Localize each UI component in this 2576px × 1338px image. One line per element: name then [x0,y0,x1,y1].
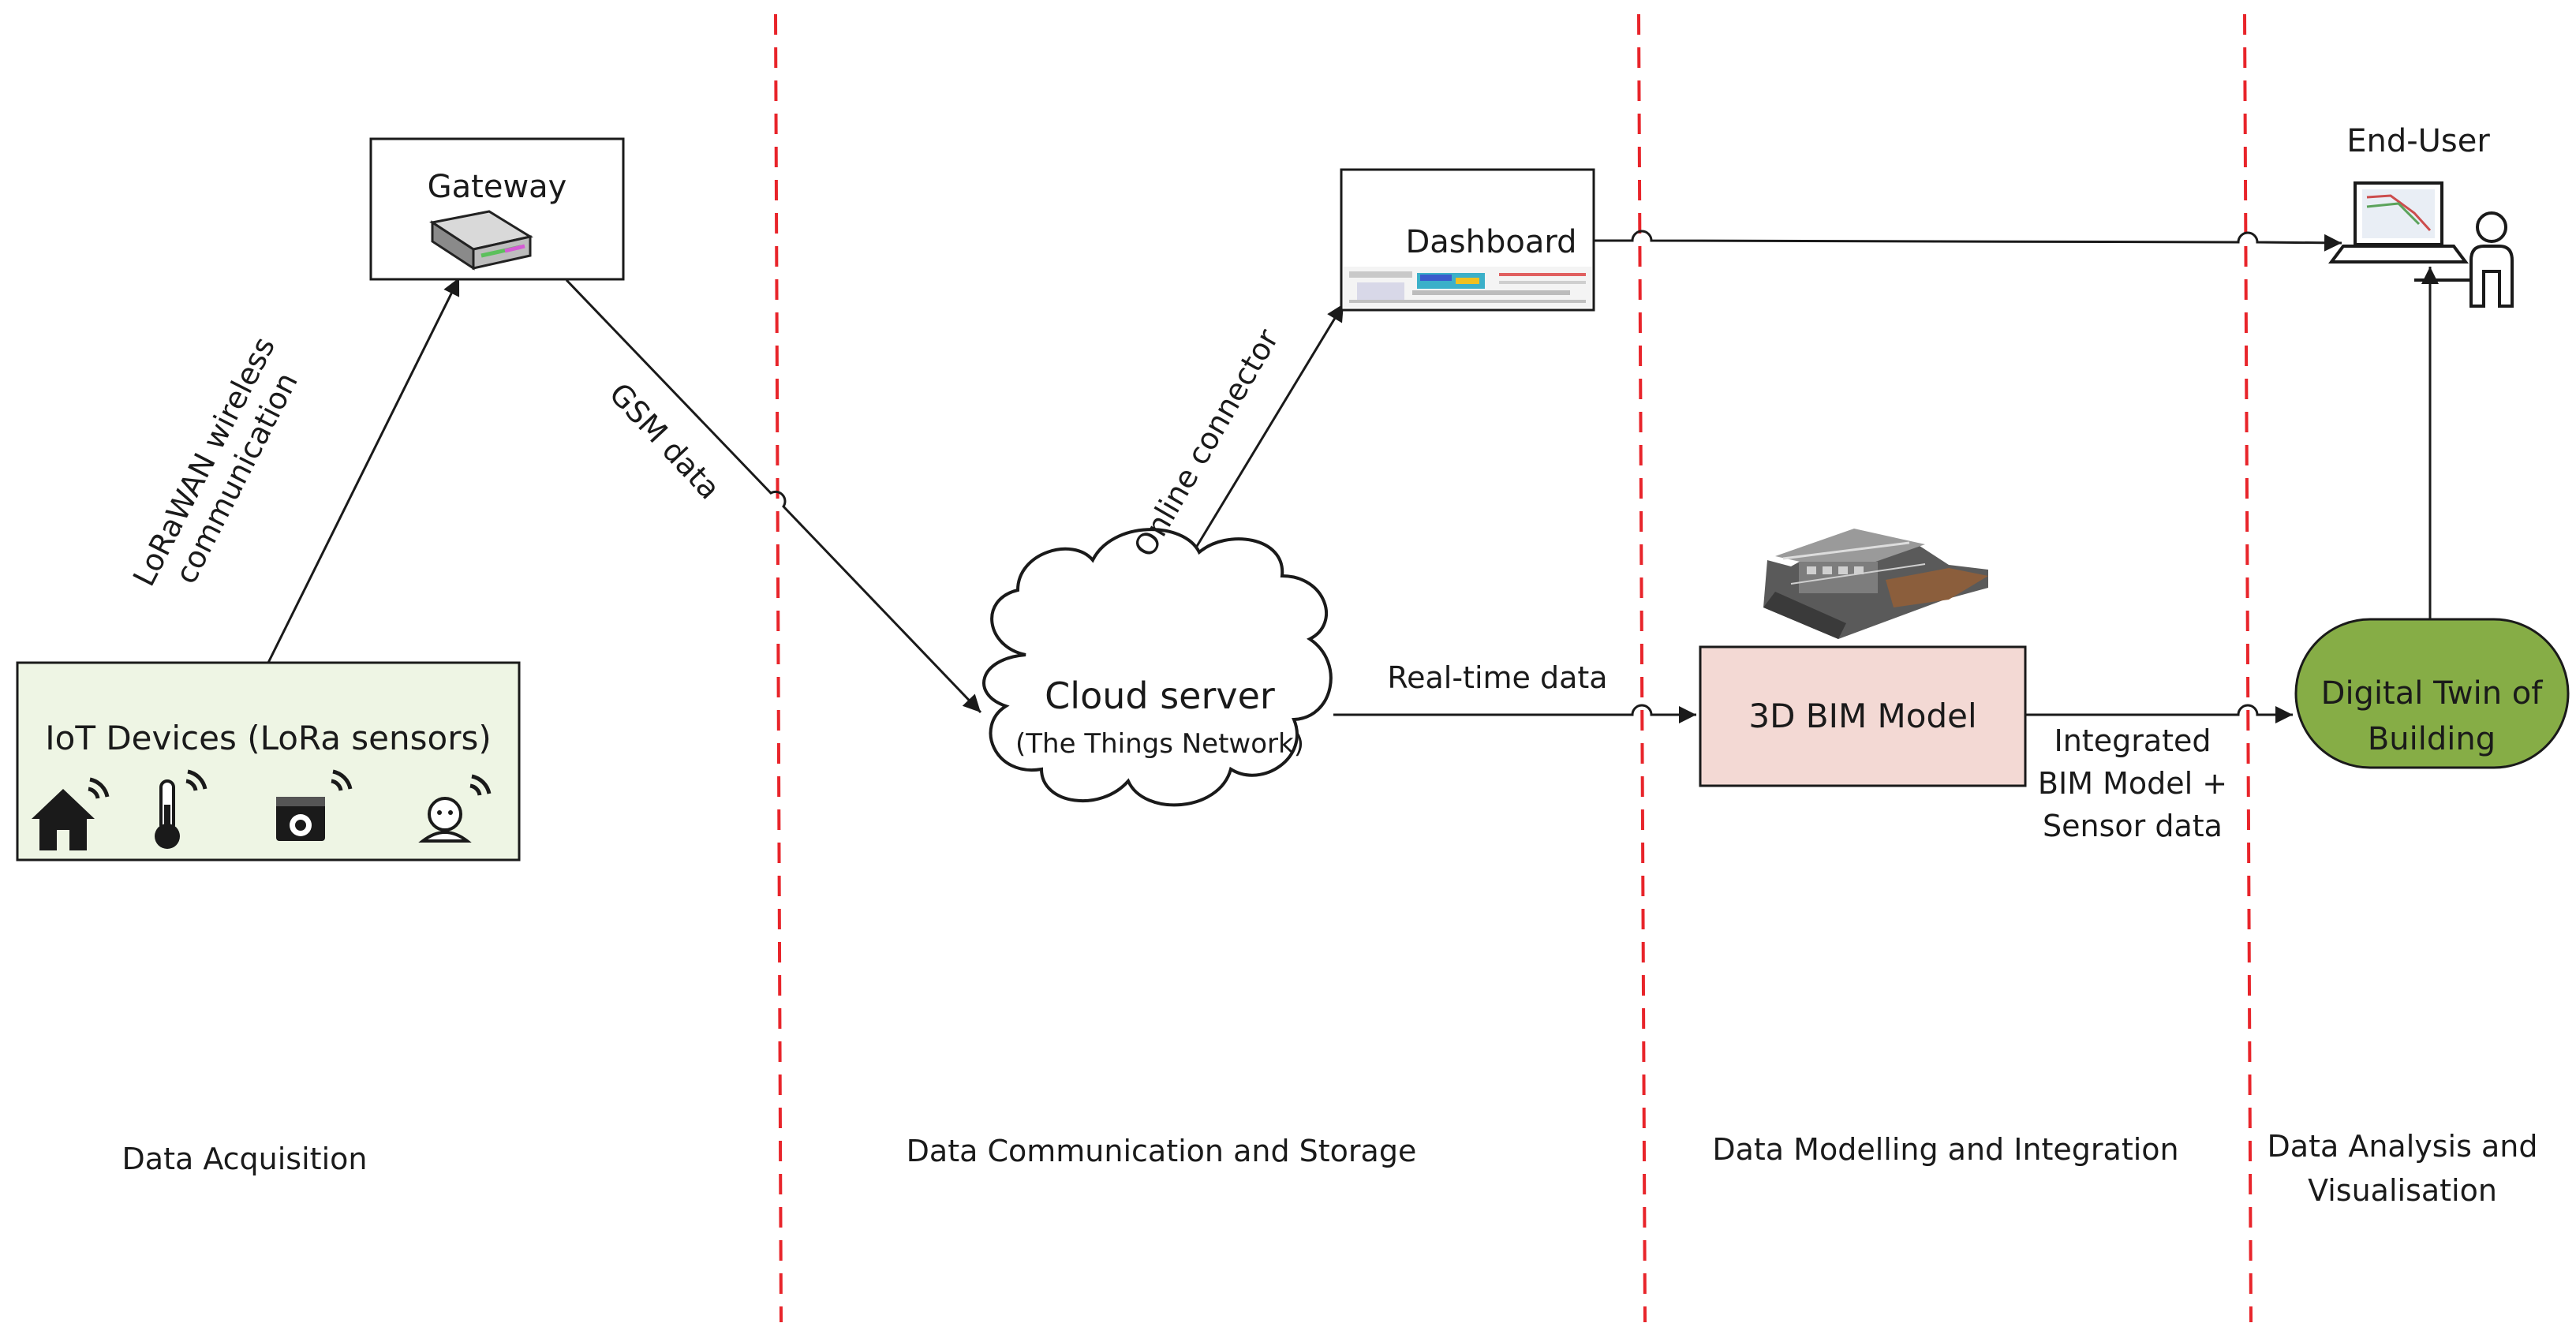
divider-2 [1637,13,1647,1323]
bim-label: 3D BIM Model [1748,697,1976,735]
occupancy-sensor-icon [418,774,492,843]
online-connector-label: Online connector [1127,323,1285,562]
edge-gateway-to-cloud [565,278,982,714]
cloud-subtitle: (The Things Network) [1015,728,1304,760]
digital-twin-shape [2294,618,2570,769]
user-icon [2469,211,2514,308]
phase-labels: Data Acquisition Data Communication and … [122,1129,2538,1208]
home-sensor-icon [32,777,110,850]
cloud-title: Cloud server [1045,675,1275,717]
edge-cloud-to-bim [1333,704,1696,723]
phase-acquisition: Data Acquisition [122,1142,368,1176]
edge-dashboard-to-enduser [1594,230,2342,252]
edge-bim-to-twin [2025,704,2293,723]
divider-1 [774,13,783,1323]
integrated-label-line1: Integrated [2054,723,2211,758]
realtime-label: Real-time data [1387,660,1607,695]
phase-analysis-line1: Data Analysis and [2268,1129,2538,1164]
laptop-icon [2328,181,2469,263]
thermometer-sensor-icon [155,769,208,849]
dashboard-thumbnail [1343,267,1592,308]
bim-model-node: 3D BIM Model [1699,529,2027,787]
gateway-node: Gateway [369,137,625,281]
gateway-label: Gateway [428,169,567,205]
dashboard-node: Dashboard [1340,168,1595,312]
gsm-label: GSM data [603,376,727,506]
end-user-node: End-User [2328,123,2514,308]
digital-twin-line2: Building [2368,721,2496,757]
iot-devices-node: IoT Devices (LoRa sensors) [16,661,521,861]
cloud-server-node: Cloud server (The Things Network) [982,528,1333,807]
digital-twin-line1: Digital Twin of [2321,675,2544,712]
end-user-label: End-User [2346,123,2490,159]
digital-twin-node: Digital Twin of Building [2294,618,2570,769]
phase-communication: Data Communication and Storage [907,1134,1417,1168]
iot-devices-label: IoT Devices (LoRa sensors) [45,719,492,757]
phase-modelling: Data Modelling and Integration [1712,1132,2178,1167]
router-icon [429,210,533,271]
divider-3 [2243,13,2253,1323]
bim-box [1699,645,2027,787]
phase-analysis-line2: Visualisation [2308,1173,2497,1208]
integrated-label-line3: Sensor data [2043,809,2223,843]
cloud-shape [982,528,1333,807]
appliance-sensor-icon [276,769,353,841]
dashboard-label: Dashboard [1405,224,1576,260]
edge-iot-to-gateway [267,277,461,663]
building-model-icon [1763,529,1988,639]
integrated-label-line2: BIM Model + [2038,766,2227,801]
